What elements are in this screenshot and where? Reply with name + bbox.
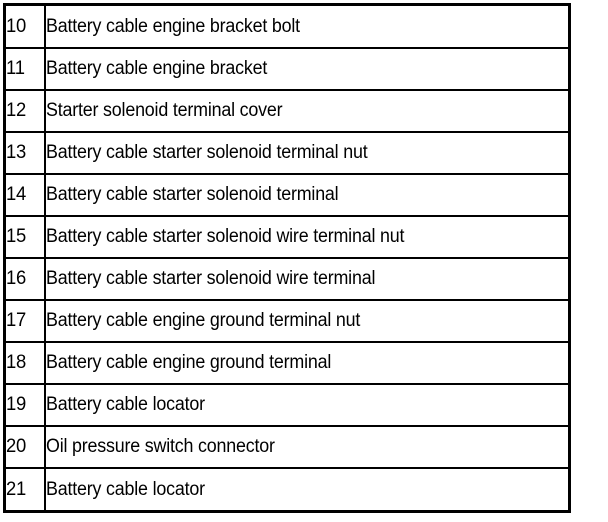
ref-number: 20 — [6, 436, 27, 457]
part-description: Battery cable engine bracket — [46, 58, 268, 79]
ref-number: 10 — [6, 15, 27, 37]
part-description: Battery cable engine ground terminal nut — [46, 310, 361, 331]
table-cell-ref: 10 — [6, 6, 46, 48]
table-cell-ref: 18 — [6, 341, 46, 384]
parts-legend-table: 10 Battery cable engine bracket bolt 11 … — [6, 6, 568, 510]
table-cell-ref: 16 — [6, 257, 46, 300]
part-description: Starter solenoid terminal cover — [46, 100, 283, 121]
table-cell-description: Battery cable engine ground terminal — [45, 341, 568, 384]
ref-number: 11 — [6, 58, 25, 79]
ref-number: 21 — [6, 478, 27, 500]
table-row: 16 Battery cable starter solenoid wire t… — [6, 257, 568, 300]
table-row: 10 Battery cable engine bracket bolt — [6, 6, 568, 48]
table-cell-ref: 12 — [6, 89, 46, 132]
table-cell-ref: 19 — [6, 383, 46, 426]
table-cell-description: Battery cable starter solenoid terminal — [45, 173, 568, 216]
table-row: 14 Battery cable starter solenoid termin… — [6, 173, 568, 216]
table-cell-description: Battery cable starter solenoid wire term… — [45, 257, 568, 300]
part-description: Battery cable locator — [46, 478, 205, 500]
table-cell-description: Battery cable locator — [45, 383, 568, 426]
table-row: 17 Battery cable engine ground terminal … — [6, 299, 568, 342]
part-description: Battery cable starter solenoid wire term… — [46, 268, 376, 289]
table-row: 11 Battery cable engine bracket — [6, 47, 568, 90]
table-row: 12 Starter solenoid terminal cover — [6, 89, 568, 132]
table-row: 20 Oil pressure switch connector — [6, 425, 568, 468]
table-row: 15 Battery cable starter solenoid wire t… — [6, 215, 568, 258]
table-cell-description: Oil pressure switch connector — [45, 425, 568, 468]
part-description: Battery cable starter solenoid terminal … — [46, 142, 368, 163]
part-description: Battery cable locator — [46, 394, 205, 415]
table-cell-description: Battery cable engine bracket bolt — [45, 6, 568, 48]
ref-number: 15 — [6, 226, 27, 247]
table-cell-description: Battery cable engine ground terminal nut — [45, 299, 568, 342]
parts-legend-table-container: 10 Battery cable engine bracket bolt 11 … — [3, 3, 571, 513]
ref-number: 16 — [6, 268, 27, 289]
table-cell-ref: 21 — [6, 467, 46, 510]
table-row: 21 Battery cable locator — [6, 467, 568, 510]
table-row: 13 Battery cable starter solenoid termin… — [6, 131, 568, 174]
ref-number: 19 — [6, 394, 27, 415]
table-cell-ref: 17 — [6, 299, 46, 342]
part-description: Battery cable starter solenoid terminal — [46, 184, 339, 205]
table-cell-ref: 13 — [6, 131, 46, 174]
table-cell-ref: 20 — [6, 425, 46, 468]
part-description: Battery cable engine bracket bolt — [46, 15, 300, 37]
ref-number: 18 — [6, 352, 27, 373]
table-cell-ref: 14 — [6, 173, 46, 216]
table-cell-description: Starter solenoid terminal cover — [45, 89, 568, 132]
table-cell-ref: 15 — [6, 215, 46, 258]
table-row: 18 Battery cable engine ground terminal — [6, 341, 568, 384]
part-description: Oil pressure switch connector — [46, 436, 275, 457]
table-cell-description: Battery cable engine bracket — [45, 47, 568, 90]
part-description: Battery cable starter solenoid wire term… — [46, 226, 405, 247]
table-cell-ref: 11 — [6, 47, 46, 90]
ref-number: 17 — [6, 310, 27, 331]
ref-number: 12 — [6, 100, 27, 121]
table-cell-description: Battery cable locator — [45, 467, 568, 510]
table-cell-description: Battery cable starter solenoid terminal … — [45, 131, 568, 174]
table-cell-description: Battery cable starter solenoid wire term… — [45, 215, 568, 258]
parts-legend-table-body: 10 Battery cable engine bracket bolt 11 … — [6, 6, 568, 510]
table-row: 19 Battery cable locator — [6, 383, 568, 426]
ref-number: 13 — [6, 142, 27, 163]
ref-number: 14 — [6, 184, 27, 205]
part-description: Battery cable engine ground terminal — [46, 352, 332, 373]
